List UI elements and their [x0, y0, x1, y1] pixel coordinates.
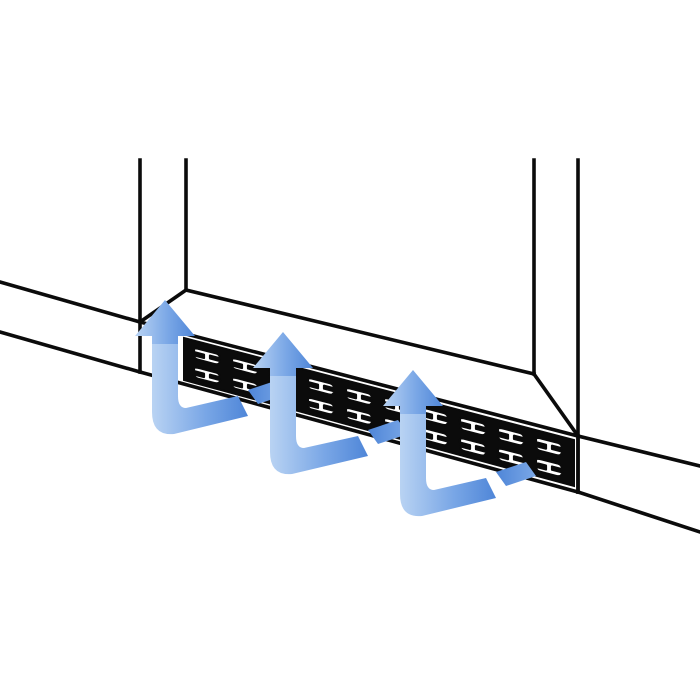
grille-slot: [344, 406, 374, 426]
airflow-arrow-tail: [496, 462, 536, 486]
airflow-arrow-head: [383, 370, 443, 414]
grille-slot: [306, 396, 336, 416]
airflow-arrow: [383, 370, 536, 517]
grille-slot: [534, 436, 564, 457]
airflow-arrow-head: [253, 332, 313, 376]
airflow-arrow-body: [400, 410, 496, 517]
airflow-arrow-tail: [368, 420, 408, 444]
grille-slot: [458, 416, 488, 437]
grille-slot: [192, 366, 222, 385]
door-inner-bottom: [183, 287, 537, 377]
grille-slot: [496, 447, 526, 468]
door-right-corner-bevel: [531, 371, 581, 439]
wall-top-right-edge: [575, 433, 700, 468]
wall-bottom-right-edge: [575, 489, 700, 534]
airflow-arrow-body: [152, 340, 248, 435]
grille-slot: [496, 426, 526, 447]
airflow-arrow: [253, 332, 408, 475]
airflow-arrows: [135, 300, 536, 517]
wall-top-left-edge: [0, 280, 143, 325]
grille-slot: [230, 357, 260, 376]
wall-outline: [0, 280, 700, 534]
grille-slot: [458, 437, 488, 457]
grille-slot: [192, 347, 222, 366]
airflow-arrow-body: [270, 372, 368, 475]
airflow-arrow-head: [135, 300, 195, 344]
plinth-top-edge: [137, 319, 581, 439]
grille-slot: [344, 387, 374, 406]
grille-slot: [534, 457, 564, 478]
wall-bottom-left-edge: [0, 330, 143, 375]
grille-slot: [306, 377, 336, 396]
